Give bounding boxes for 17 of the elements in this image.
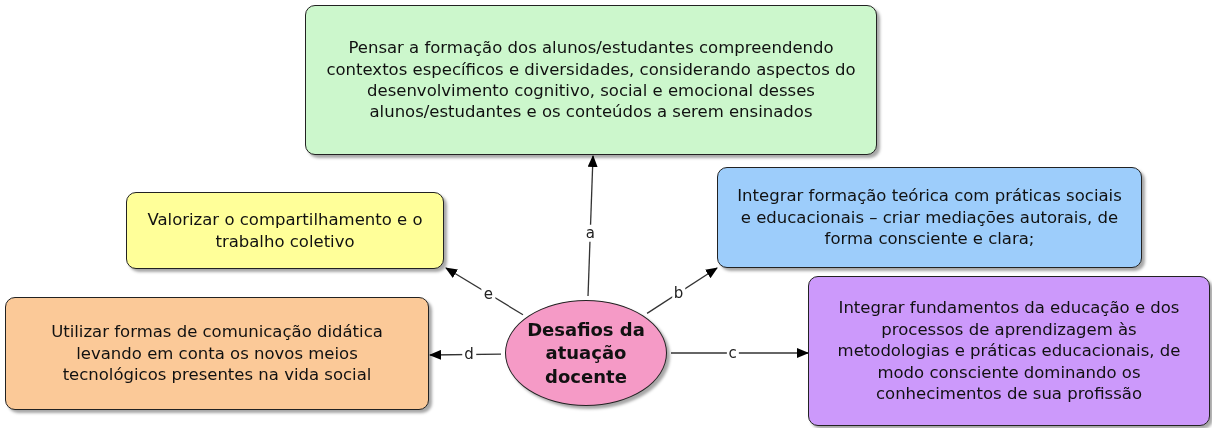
arrow (670, 348, 809, 358)
node-text: Integrar fundamentos da educação e dos processos de aprendizagem às metodologias e práticas educacionais, de modo consciente dominando os conhecimentos de sua profissão (836, 297, 1182, 405)
arrow (445, 267, 524, 316)
node-text: Pensar a formação dos alunos/estudantes compreendendo contextos específicos e diversidades, considerando aspectos do desenvolvimento cognitivo, social e emocional desses alunos/estudantes e os conteúdos a serem ensinados (325, 37, 857, 123)
edge-label: a (583, 224, 597, 242)
node-text: Utilizar formas de comunicação didática levando em conta os novos meios tecnológicos presentes na vida social (50, 321, 384, 386)
node-text: Valorizar o compartilhamento e o trabalho coletivo (146, 209, 424, 252)
node-text: Desafios da atuação docente (526, 317, 646, 389)
arrow (587, 155, 598, 297)
idea-box (305, 5, 877, 155)
arrow (646, 267, 718, 314)
idea-box (5, 297, 429, 410)
idea-box (808, 276, 1210, 426)
node-text: Integrar formação teórica com práticas sociais e educacionais – criar mediações autorais, de forma consciente e clara; (736, 185, 1123, 250)
idea-box (717, 167, 1142, 268)
arrow (429, 349, 502, 360)
idea-box (126, 192, 444, 269)
